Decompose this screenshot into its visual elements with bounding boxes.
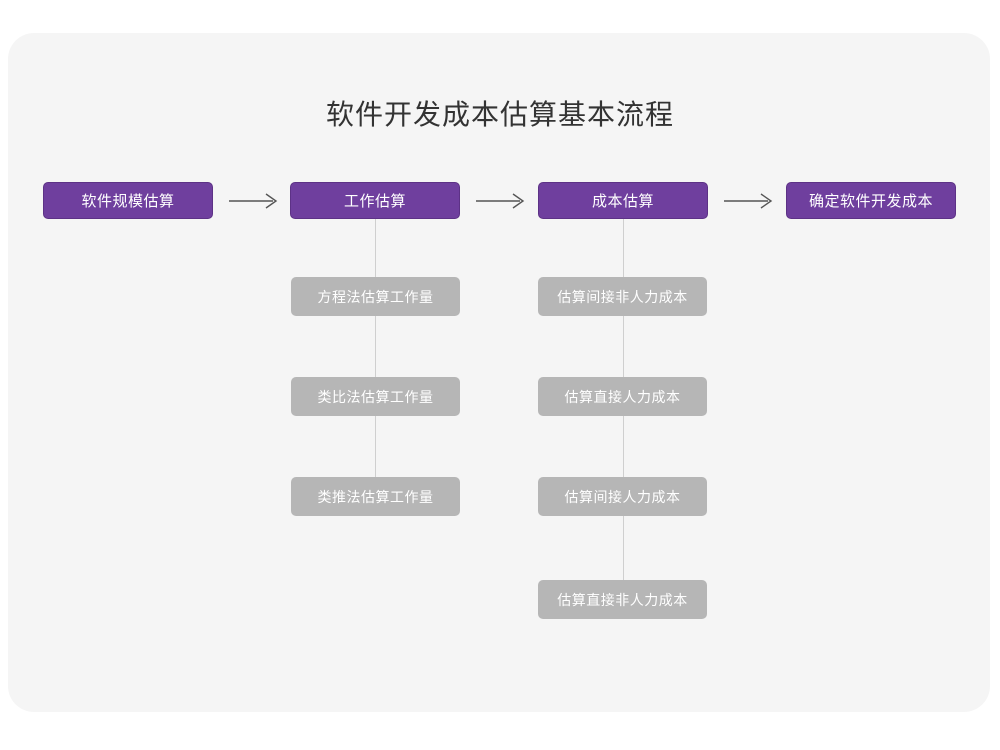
connector-line-effort-branch [375,219,376,478]
arrow-right-icon [229,193,278,209]
stage-node-software-size-estimation[interactable]: 软件规模估算 [43,182,213,219]
stage-node-determine-development-cost[interactable]: 确定软件开发成本 [786,182,956,219]
stage-node-cost-estimation[interactable]: 成本估算 [538,182,708,219]
page-title: 软件开发成本估算基本流程 [325,99,674,130]
sub-node-indirect-labor-cost[interactable]: 估算间接人力成本 [538,477,707,516]
sub-node-indirect-nonlabor-cost[interactable]: 估算间接非人力成本 [538,277,707,316]
arrow-right-icon [724,193,773,209]
sub-node-effort-analogy-method[interactable]: 类比法估算工作量 [291,377,460,416]
stage-node-effort-estimation[interactable]: 工作估算 [290,182,460,219]
sub-node-direct-labor-cost[interactable]: 估算直接人力成本 [538,377,707,416]
arrow-right-icon [476,193,525,209]
sub-node-effort-equation-method[interactable]: 方程法估算工作量 [291,277,460,316]
sub-node-direct-nonlabor-cost[interactable]: 估算直接非人力成本 [538,580,707,619]
diagram-panel [8,33,990,712]
sub-node-effort-inference-method[interactable]: 类推法估算工作量 [291,477,460,516]
